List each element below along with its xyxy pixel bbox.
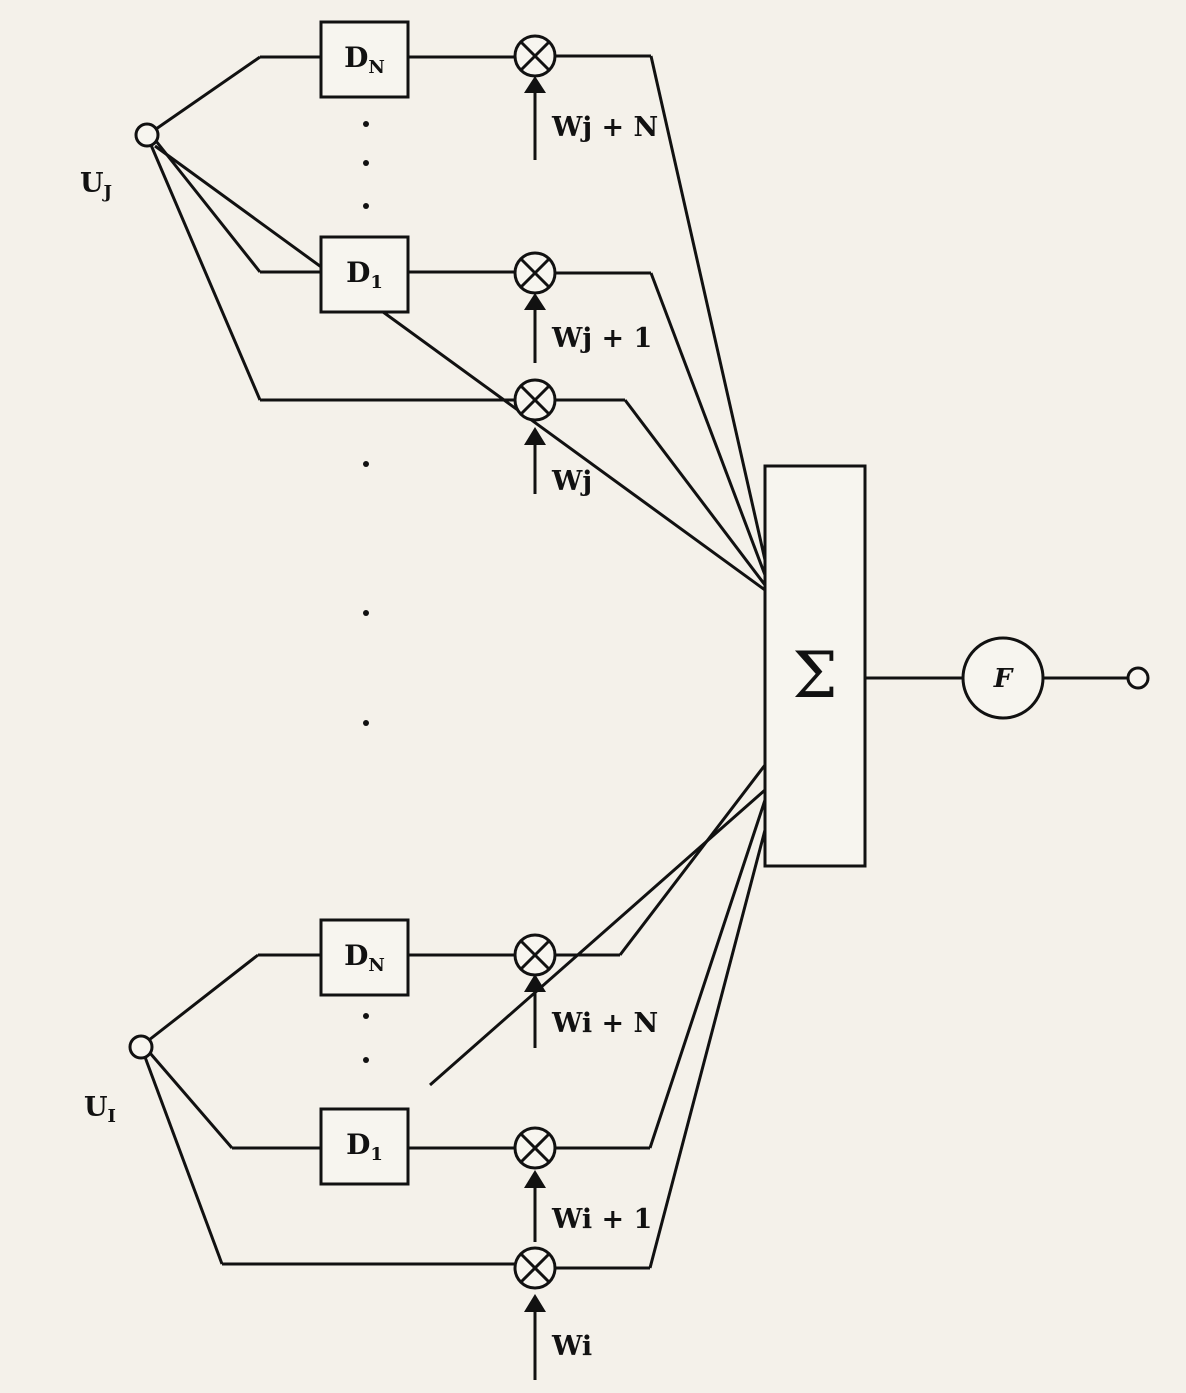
mult-out-wi-to-sum	[648, 829, 767, 1269]
lower-branch-to-d1	[148, 1052, 234, 1149]
multiplier-x-line	[519, 1132, 551, 1164]
upper-delay-d1-label: D1	[346, 256, 383, 293]
mult-out-wj-to-sum	[623, 399, 767, 586]
mult-out-wj-1-to-sum	[649, 272, 767, 576]
lower-ellipsis-dot-1	[363, 1013, 369, 1019]
weight-label-wj-n: Wj + N	[551, 112, 658, 143]
lower-delay-d1-label: D1	[346, 1128, 383, 1165]
multiplier-x-line	[519, 939, 551, 971]
weight-arrowhead-wj	[524, 427, 546, 445]
upper-delay-dn-label: DN	[344, 41, 385, 78]
upper-branch-to-d1	[154, 140, 262, 273]
multiplier-wi-1	[513, 1126, 557, 1170]
multiplier-wj-n	[513, 34, 557, 78]
lower-branch-to-dn	[148, 953, 259, 1042]
upper-branch-direct	[149, 144, 262, 401]
activation-label: F	[993, 664, 1014, 694]
upper-branch-to-dn	[155, 55, 261, 131]
weight-arrowhead-wi	[524, 1294, 546, 1312]
upper-input-node	[134, 122, 160, 148]
multiplier-x-line	[519, 1252, 551, 1284]
weight-label-wi-n: Wi + N	[551, 1008, 658, 1039]
lower-delay-dn-box	[319, 918, 410, 997]
lower-multipliers: Wi + N Wi + 1 Wi	[429, 764, 767, 1380]
upper-ellipsis-dot-2	[363, 160, 369, 166]
weight-arrowhead-wi-1	[524, 1170, 546, 1188]
multiplier-wj	[513, 378, 557, 422]
multiplier-wi	[513, 1246, 557, 1290]
lower-input-node	[128, 1034, 154, 1060]
multiplier-wi-n	[513, 933, 557, 977]
upper-input-label: UJ	[80, 168, 112, 203]
lower-delay-dn-label: DN	[344, 939, 385, 976]
upper-input-group: DN D1	[134, 20, 766, 592]
multiplier-wj-1	[513, 251, 557, 295]
lower-direct-to-sum	[429, 788, 766, 1087]
weight-label-wi-1: Wi + 1	[551, 1204, 652, 1235]
multiplier-x-line	[519, 384, 551, 416]
upper-delay-d1-box	[319, 235, 410, 314]
summation-box	[763, 464, 867, 868]
weight-label-wi: Wi	[551, 1331, 592, 1362]
upper-delay-dn-box	[319, 20, 410, 99]
mult-out-wj-n-to-sum	[649, 55, 767, 561]
lower-ellipsis-dot-2	[363, 1057, 369, 1063]
weight-arrowhead-wj-n	[524, 76, 546, 93]
upper-ellipsis-dot-1	[363, 121, 369, 127]
output-node	[1126, 666, 1150, 690]
lower-branch-direct	[143, 1056, 224, 1265]
lower-delay-d1-box	[319, 1107, 410, 1186]
weight-arrowhead-wj-1	[524, 293, 546, 310]
mult-out-wi-n-to-sum	[618, 764, 767, 956]
weight-arrowhead-wi-n	[524, 974, 546, 992]
multiplier-x-line	[519, 40, 551, 72]
upper-ellipsis-dot-3	[363, 203, 369, 209]
upper-branch-to-sum-direct	[154, 144, 766, 592]
multiplier-x-line	[519, 257, 551, 289]
middle-ellipsis-dot-1	[363, 461, 369, 467]
upper-multipliers: Wj + N Wj + 1 Wj	[513, 34, 767, 586]
summation-symbol: Σ	[792, 639, 837, 713]
weight-label-wj: Wj	[551, 466, 592, 497]
middle-ellipsis	[363, 461, 369, 726]
summation-block: Σ	[763, 464, 867, 868]
mult-out-wi-1-to-sum	[648, 799, 767, 1149]
middle-ellipsis-dot-3	[363, 720, 369, 726]
lower-input-group: DN D1	[128, 918, 515, 1266]
middle-ellipsis-dot-2	[363, 610, 369, 616]
lower-input-label: UI	[84, 1092, 116, 1127]
weight-label-wj-1: Wj + 1	[551, 323, 652, 354]
